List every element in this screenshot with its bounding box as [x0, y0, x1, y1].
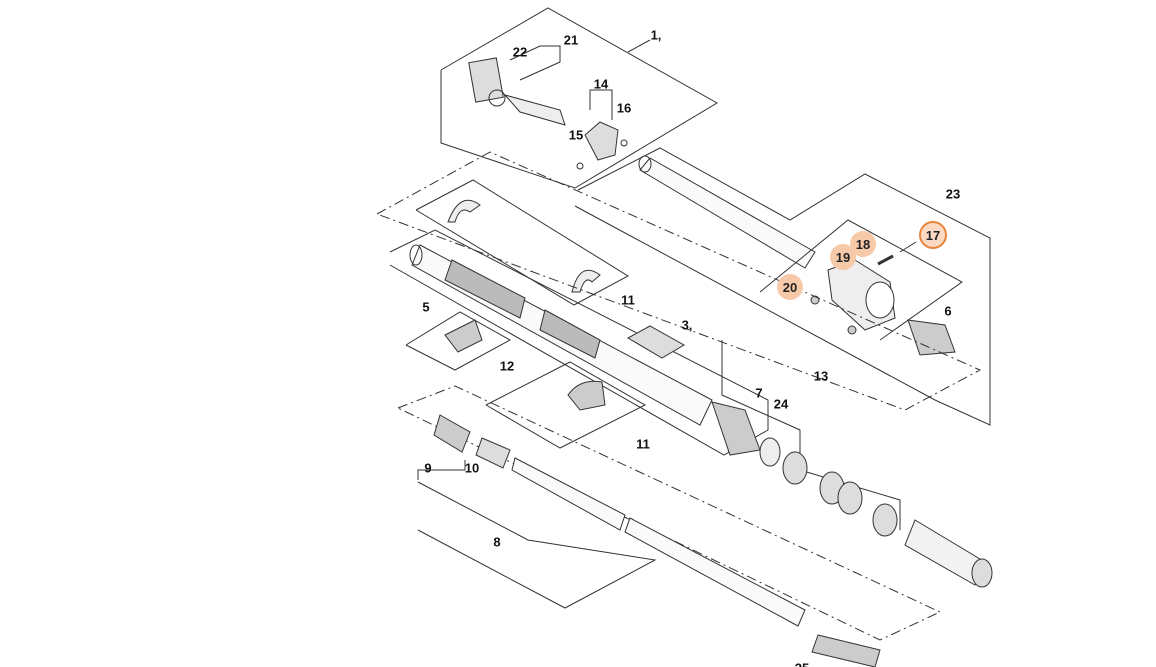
callout-3[interactable]: 3, [681, 317, 693, 333]
group-11-outline-a [415, 179, 629, 306]
group-9-10-outline [417, 460, 466, 480]
callout-6[interactable]: 6 [944, 303, 952, 319]
callout-10[interactable]: 10 [464, 460, 480, 476]
part-20-nut[interactable] [810, 295, 857, 335]
part-8-drive-shaft[interactable] [511, 457, 806, 627]
callout-11-lower[interactable]: 11 [636, 436, 650, 452]
callout-7[interactable]: 7 [755, 385, 763, 401]
callout-21[interactable]: 21 [563, 32, 579, 48]
callout-24[interactable]: 24 [773, 396, 789, 412]
part-12-clamp[interactable] [444, 319, 483, 353]
dashed-frame [376, 151, 982, 411]
group-13-outline [721, 340, 901, 530]
callout-13[interactable]: 13 [813, 368, 829, 384]
callout-18-highlighted[interactable]: 18 [850, 231, 876, 257]
callout-17-selected[interactable]: 17 [919, 221, 947, 249]
part-10-sleeve[interactable] [475, 437, 511, 469]
part-11-grip-half-a[interactable] [447, 199, 481, 223]
part-11-clamp[interactable] [567, 380, 606, 411]
group-12-outline [405, 311, 512, 371]
callout-5[interactable]: 5 [422, 299, 430, 315]
group-8-outline [417, 481, 657, 609]
part-6-coupling[interactable] [907, 319, 956, 356]
leader-1 [627, 39, 651, 53]
callout-15[interactable]: 15 [568, 127, 584, 143]
part-14-cover[interactable] [576, 121, 628, 170]
callout-9[interactable]: 9 [424, 460, 432, 476]
group-17-outline [759, 219, 963, 341]
part-3-label[interactable] [626, 325, 686, 359]
leader-21-22 [509, 45, 561, 81]
callout-16[interactable]: 16 [616, 100, 632, 116]
part-gear-head[interactable] [904, 519, 991, 586]
dashed-frame-lower [397, 385, 942, 641]
gear-head-end [971, 558, 993, 588]
callout-12[interactable]: 12 [499, 358, 515, 374]
callout-19-highlighted[interactable]: 19 [830, 244, 856, 270]
part-13-springs[interactable] [782, 451, 898, 537]
part-19-clamp[interactable] [827, 259, 896, 331]
callout-1[interactable]: 1, [650, 27, 662, 43]
callout-22[interactable]: 22 [512, 44, 528, 60]
part-9-coupler[interactable] [433, 414, 471, 453]
group-11-outline-b [485, 361, 647, 449]
part-11-grip-half-b[interactable] [571, 269, 601, 293]
callout-14[interactable]: 14 [593, 76, 609, 92]
part-25-spring[interactable] [811, 634, 881, 667]
group-5-outline [389, 229, 769, 456]
part-5-shaft[interactable] [409, 244, 713, 426]
leader-14 [589, 89, 613, 120]
leader-17 [899, 241, 917, 253]
callout-11-upper[interactable]: 11 [621, 292, 635, 308]
group-1-outline [440, 7, 718, 189]
part-23-tube[interactable] [638, 155, 816, 269]
part-18-screw[interactable] [877, 254, 894, 266]
part-22-switch-housing[interactable] [468, 57, 566, 126]
callout-8[interactable]: 8 [493, 534, 501, 550]
callout-20-highlighted[interactable]: 20 [777, 274, 803, 300]
callout-25[interactable]: 25 [795, 661, 809, 667]
callout-23[interactable]: 23 [945, 186, 961, 202]
part-7-coupling-sleeve[interactable] [711, 401, 781, 467]
group-23-outline [574, 147, 991, 426]
